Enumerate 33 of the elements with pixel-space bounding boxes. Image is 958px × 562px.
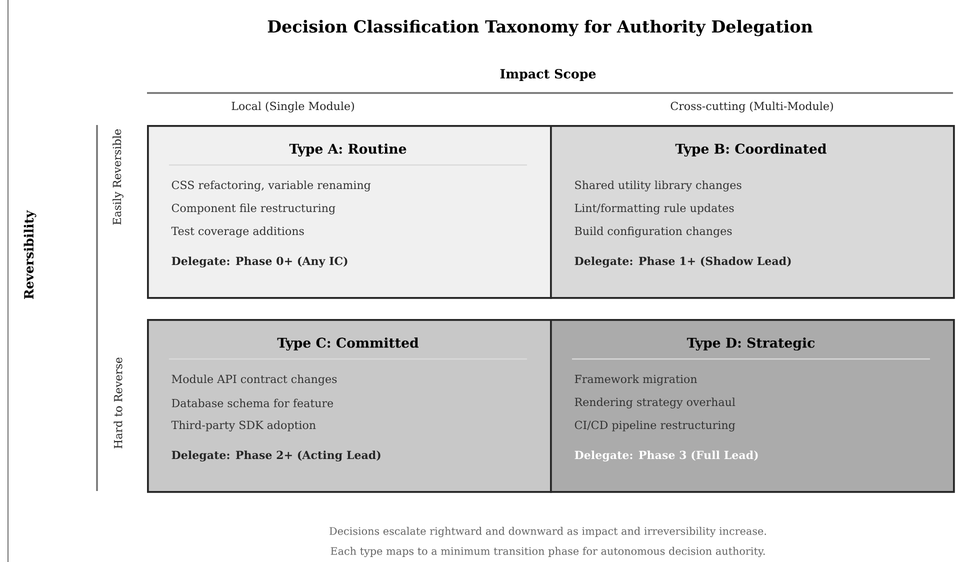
- delegation-note: Delegate: Phase 3 (Full Lead): [574, 450, 758, 462]
- delegation-note: Delegate: Phase 2+ (Acting Lead): [172, 450, 380, 462]
- list-item: Shared utility library changes: [575, 180, 742, 192]
- list-item: CI/CD pipeline restructuring: [574, 420, 736, 432]
- quadrant-box: [147, 319, 552, 493]
- list-item: Rendering strategy overhaul: [574, 398, 736, 408]
- axis-title: Reversibility: [24, 210, 36, 299]
- list-item: Component file restructuring: [172, 204, 336, 214]
- list-item: Third-party SDK adoption: [171, 420, 316, 432]
- delegation-note: Delegate: Phase 1+ (Shadow Lead): [574, 256, 791, 268]
- row-header: Easily Reversible: [112, 129, 124, 225]
- quadrant-box: [550, 319, 955, 493]
- title: Decision Classification Taxonomy for Authority Delegation: [268, 20, 812, 36]
- list-item: Database schema for feature: [172, 398, 334, 408]
- delegation-note: Delegate: Phase 0+ (Any IC): [172, 256, 348, 268]
- box-heading: Type D: Strategic: [686, 337, 815, 351]
- box-heading: Type A: Routine: [289, 143, 406, 157]
- column-header: Local (Single Module): [232, 102, 354, 112]
- quadrant-box: [147, 125, 552, 299]
- quadrant-box: [550, 125, 955, 299]
- list-item: Lint/formatting rule updates: [574, 204, 734, 214]
- list-item: Module API contract changes: [172, 374, 337, 386]
- column-header: Cross-cutting (Multi-Module): [670, 102, 833, 112]
- caption-text: Each type maps to a minimum transition phase for autonomous decision authority.: [330, 546, 765, 558]
- list-item: Test coverage additions: [171, 226, 304, 238]
- caption-text: Decisions escalate rightward and downward as impact and irreversibility increase.: [330, 526, 766, 538]
- row-header: Hard to Reverse: [114, 358, 122, 448]
- box-heading: Type C: Committed: [277, 337, 419, 351]
- list-item: CSS refactoring, variable renaming: [172, 180, 371, 192]
- list-item: Build configuration changes: [574, 226, 732, 238]
- axis-title: Impact Scope: [500, 68, 596, 82]
- box-heading: Type B: Coordinated: [675, 143, 826, 157]
- list-item: Framework migration: [574, 374, 697, 386]
